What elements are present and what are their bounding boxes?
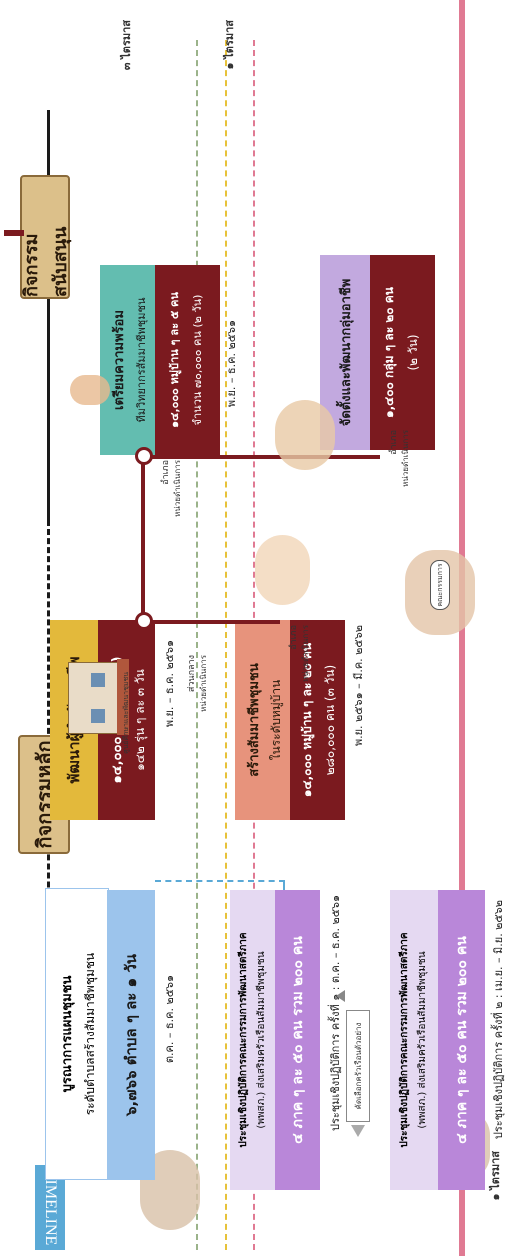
main-box-2-detail-band: ๑๔,๐๐๐ หมู่บ้าน ๆ ละ ๕ คน จำนวน ๗๐,๐๐๐ ค…	[155, 265, 220, 455]
phase-line-3	[196, 40, 198, 1250]
support-box-1-title1: บูรณาการแผนชุมชน	[60, 975, 75, 1093]
main-box-1-detail2: ๑๔๒ รุ่น ๆ ละ ๓ วัน	[133, 669, 147, 771]
main-box-3-title2: ในระดับหมู่บ้าน	[269, 679, 283, 761]
arrow-icon	[351, 1125, 365, 1137]
speech-bubble-text: คณะกรรมการ	[435, 563, 444, 607]
main-box-2-title2: ทีมวิทยากรสัมมาชีพชุมชน	[135, 297, 148, 423]
meeting-1-title-band: ประชุมเชิงปฏิบัติการคณะกรรมการพัฒนาสตรีภ…	[230, 890, 275, 1190]
support-box-1-title-band: บูรณาการแผนชุมชน ระดับตำบลสร้างสัมมาชีพช…	[45, 888, 109, 1180]
main-box-4-detail2: (๒ วัน)	[406, 334, 420, 371]
support-box-1-title2: ระดับตำบลสร้างสัมมาชีพชุมชน	[83, 952, 97, 1116]
meeting-1-line2: (พพสภ.) ส่งเสริมครัวเรือนสัมมาชีพชุมชน	[256, 951, 267, 1129]
main-box-3: สร้างสัมมาชีพชุมชน ในระดับหมู่บ้าน ๑๔,๐๐…	[235, 620, 345, 820]
main-box-3-title1: สร้างสัมมาชีพชุมชน	[247, 663, 262, 777]
community-center-caption: ศูนย์ศึกษาและพัฒนาชุมชน	[122, 672, 130, 754]
community-center-illustration	[68, 659, 129, 735]
main-box-4-detail-band: ๑,๔๐๐ กลุ่ม ๆ ละ ๒๐ คน (๒ วัน)	[370, 255, 435, 450]
main-box-3-title-band: สร้างสัมมาชีพชุมชน ในระดับหมู่บ้าน	[235, 620, 290, 820]
meeting-2-line1: ประชุมเชิงปฏิบัติการคณะกรรมการพัฒนาสตรีภ…	[399, 932, 410, 1148]
connector-branch-1	[140, 620, 280, 624]
unit-label-central-b: ส่วนกลาง	[187, 655, 197, 693]
connector-trunk	[141, 455, 145, 625]
arrow-icon	[336, 990, 345, 1002]
meeting-1-detail: ๔ ภาค ๆ ละ ๕๐ คน รวม ๒๐๐ คน	[289, 936, 306, 1144]
main-box-2-date: พ.ย. – ธ.ค. ๒๕๖๑	[225, 320, 238, 408]
people-illustration	[255, 535, 310, 605]
main-box-4-detail: ๑,๔๐๐ กลุ่ม ๆ ละ ๒๐ คน	[382, 286, 396, 419]
unit-label-district-b: หน่วยดำเนินการ	[173, 460, 182, 517]
unit-label-central-a: หน่วยดำเนินการ	[199, 655, 208, 712]
unit-label-district-e: อำเภอ	[389, 430, 399, 455]
meeting-2-detail: ๔ ภาค ๆ ละ ๕๐ คน รวม ๒๐๐ คน	[453, 936, 470, 1144]
support-box-1-date: ต.ค. – ธ.ค. ๒๕๖๑	[163, 975, 176, 1064]
unit-label-district-d: หน่วยดำเนินการ	[301, 625, 310, 682]
meeting-1-detail-band: ๔ ภาค ๆ ละ ๕๐ คน รวม ๒๐๐ คน	[275, 890, 320, 1190]
main-box-1-date: พ.ย. – ธ.ค. ๒๕๖๑	[163, 640, 176, 728]
phase-label-1b: ๑ ไตรมาส	[223, 20, 236, 70]
timeline-axis-solid	[47, 110, 50, 520]
support-box-1-detail-band: ๖,๗๖๖ ตำบล ๆ ละ ๑ วัน	[107, 890, 155, 1180]
meeting-2-detail-band: ๔ ภาค ๆ ละ ๕๐ คน รวม ๒๐๐ คน	[438, 890, 485, 1190]
unit-label-district-f: หน่วยดำเนินการ	[401, 430, 410, 487]
unit-label-district-a: อำเภอ	[161, 460, 171, 485]
people-illustration	[275, 400, 335, 470]
meeting-2-date: ประชุมเชิงปฏิบัติการ ครั้งที่ ๒ : เม.ย. …	[492, 900, 505, 1140]
main-box-2: เตรียมความพร้อม ทีมวิทยากรสัมมาชีพชุมชน …	[100, 265, 220, 455]
building-window	[91, 673, 105, 687]
speech-bubble: คณะกรรมการ	[430, 560, 450, 610]
meeting-1-date: ประชุมเชิงปฏิบัติการ ครั้งที่ ๑ : ต.ค. –…	[329, 895, 342, 1132]
timeline-label: TIMELINE	[42, 1169, 59, 1246]
model-household-box: คัดเลือกครัวเรือนตัวอย่าง	[346, 1010, 370, 1122]
support-box-1-detail: ๖,๗๖๖ ตำบล ๆ ละ ๑ วัน	[122, 953, 140, 1117]
person-illustration	[70, 375, 110, 405]
model-household-label: คัดเลือกครัวเรือนตัวอย่าง	[353, 1022, 363, 1110]
meeting-1-line1: ประชุมเชิงปฏิบัติการคณะกรรมการพัฒนาสตรีภ…	[238, 932, 249, 1148]
connector-node-2	[135, 447, 153, 465]
support-activities-sign-board: กิจกรรมสนับสนุน	[20, 175, 71, 299]
meeting-2-line2: (พพสภ.) ส่งเสริมครัวเรือนสัมมาชีพชุมชน	[417, 951, 428, 1129]
main-box-2-detail: ๑๔,๐๐๐ หมู่บ้าน ๆ ละ ๕ คน	[168, 292, 181, 428]
support-box-1: บูรณาการแผนชุมชน ระดับตำบลสร้างสัมมาชีพช…	[45, 888, 155, 1180]
support-sign-post	[4, 230, 24, 236]
main-box-4-title: จัดตั้งและพัฒนากลุ่มอาชีพ	[338, 278, 354, 427]
phase-line-2	[225, 40, 227, 1250]
main-box-3-date: พ.ย. ๒๕๖๑ – มี.ค. ๒๕๖๒	[352, 625, 365, 747]
meeting-2: ประชุมเชิงปฏิบัติการคณะกรรมการพัฒนาสตรีภ…	[390, 890, 485, 1190]
connector-branch-2	[140, 455, 380, 459]
meeting-2-title-band: ประชุมเชิงปฏิบัติการคณะกรรมการพัฒนาสตรีภ…	[390, 890, 438, 1190]
support-connector-h	[283, 880, 285, 890]
support-activities-title: กิจกรรมสนับสนุน	[21, 226, 71, 297]
main-box-2-title-band: เตรียมความพร้อม ทีมวิทยากรสัมมาชีพชุมชน	[100, 265, 155, 455]
connector-node-1	[135, 612, 153, 630]
main-box-2-detail2: จำนวน ๗๐,๐๐๐ คน (๒ วัน)	[191, 294, 204, 426]
phase-label-3: ๓ ไตรมาส	[120, 20, 133, 71]
building-window	[91, 709, 105, 723]
meeting-1: ประชุมเชิงปฏิบัติการคณะกรรมการพัฒนาสตรีภ…	[230, 890, 320, 1190]
main-box-3-detail2: ๒๘๐,๐๐๐ คน (๓ วัน)	[323, 664, 337, 776]
support-connector	[155, 880, 285, 882]
main-box-2-title1: เตรียมความพร้อม	[112, 310, 127, 410]
unit-label-district-c: อำเภอ	[289, 625, 299, 650]
main-box-4: จัดตั้งและพัฒนากลุ่มอาชีพ ๑,๔๐๐ กลุ่ม ๆ …	[320, 255, 435, 450]
